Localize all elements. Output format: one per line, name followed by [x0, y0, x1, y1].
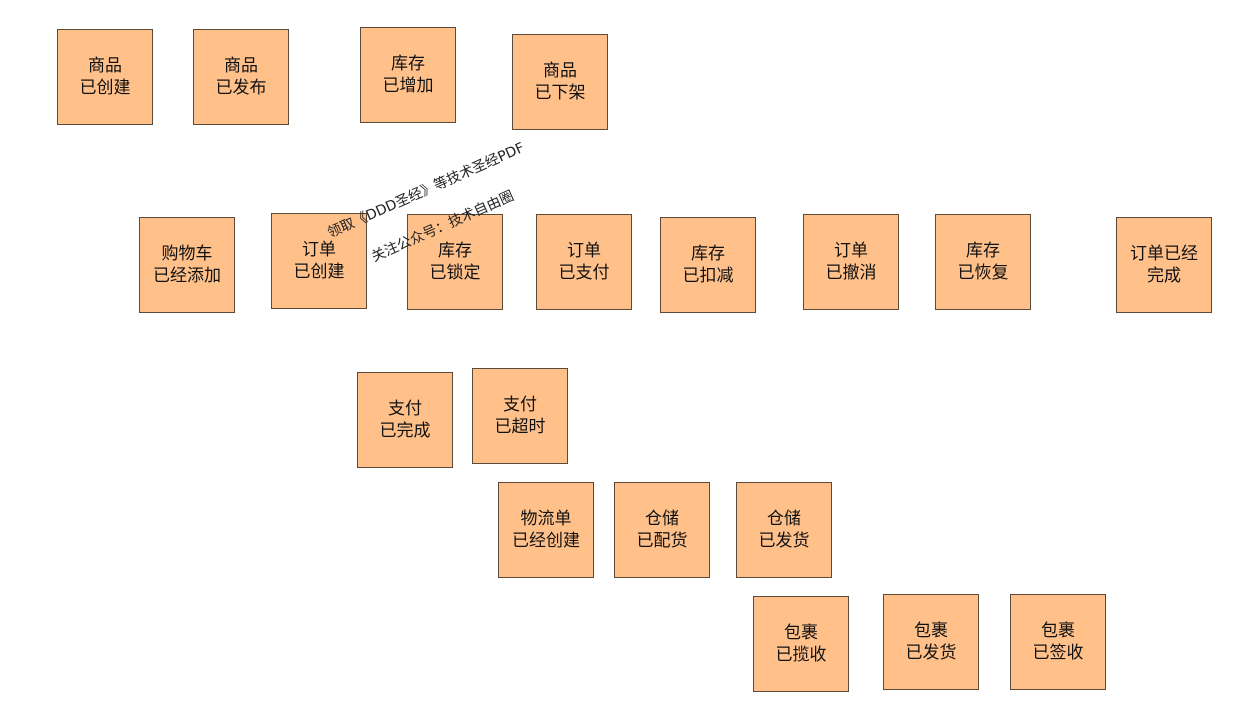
event-sticky-warehouse-picked[interactable]: 仓储 已配货 [614, 482, 710, 578]
event-sticky-cart-added[interactable]: 购物车 已经添加 [139, 217, 235, 313]
event-sticky-payment-completed[interactable]: 支付 已完成 [357, 372, 453, 468]
event-label: 支付 已完成 [379, 399, 431, 441]
event-label: 商品 已发布 [215, 56, 267, 98]
event-label: 库存 已增加 [382, 54, 434, 96]
event-label: 订单 已支付 [558, 241, 610, 283]
event-sticky-parcel-collected[interactable]: 包裹 已揽收 [753, 596, 849, 692]
event-label: 物流单 已经创建 [512, 509, 580, 551]
event-sticky-stock-locked[interactable]: 库存 已锁定 [407, 214, 503, 310]
event-sticky-order-created[interactable]: 订单 已创建 [271, 213, 367, 309]
event-sticky-parcel-signed[interactable]: 包裹 已签收 [1010, 594, 1106, 690]
event-label: 购物车 已经添加 [153, 244, 221, 286]
event-label: 仓储 已发货 [758, 509, 810, 551]
event-label: 商品 已创建 [79, 56, 131, 98]
event-sticky-payment-timeout[interactable]: 支付 已超时 [472, 368, 568, 464]
event-label: 库存 已扣减 [682, 244, 734, 286]
event-sticky-warehouse-shipped[interactable]: 仓储 已发货 [736, 482, 832, 578]
event-sticky-stock-restored[interactable]: 库存 已恢复 [935, 214, 1031, 310]
event-label: 订单 已创建 [293, 240, 345, 282]
event-label: 订单已经 完成 [1130, 244, 1198, 286]
event-label: 库存 已锁定 [429, 241, 481, 283]
event-label: 商品 已下架 [534, 61, 586, 103]
event-sticky-stock-deducted[interactable]: 库存 已扣减 [660, 217, 756, 313]
event-sticky-stock-increased[interactable]: 库存 已增加 [360, 27, 456, 123]
event-label: 支付 已超时 [494, 395, 546, 437]
event-label: 包裹 已签收 [1032, 621, 1084, 663]
event-label: 仓储 已配货 [636, 509, 688, 551]
event-sticky-product-delisted[interactable]: 商品 已下架 [512, 34, 608, 130]
event-sticky-order-paid[interactable]: 订单 已支付 [536, 214, 632, 310]
event-sticky-shipment-created[interactable]: 物流单 已经创建 [498, 482, 594, 578]
event-label: 库存 已恢复 [957, 241, 1009, 283]
event-sticky-order-completed[interactable]: 订单已经 完成 [1116, 217, 1212, 313]
event-sticky-product-created[interactable]: 商品 已创建 [57, 29, 153, 125]
event-sticky-order-cancelled[interactable]: 订单 已撤消 [803, 214, 899, 310]
event-label: 包裹 已发货 [905, 621, 957, 663]
event-label: 订单 已撤消 [825, 241, 877, 283]
event-label: 包裹 已揽收 [775, 623, 827, 665]
event-sticky-parcel-shipped[interactable]: 包裹 已发货 [883, 594, 979, 690]
event-sticky-product-published[interactable]: 商品 已发布 [193, 29, 289, 125]
